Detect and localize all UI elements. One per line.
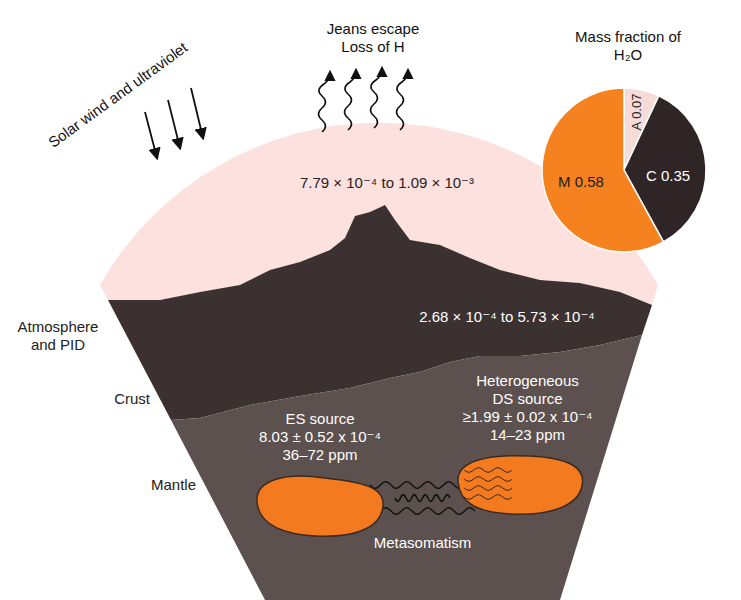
escape-arrows <box>319 68 409 132</box>
wave-stroke <box>464 477 512 482</box>
region-text: 7.79 × 10⁻⁴ to 1.09 × 10⁻³ <box>300 174 474 192</box>
ds-source: Heterogeneous DS source≥1.99 ± 0.02 x 10… <box>450 372 605 524</box>
edge-label: Metasomatism <box>374 534 472 552</box>
source-blob-shape <box>450 452 605 524</box>
wave-stroke <box>464 468 512 473</box>
pie-title: Mass fraction of H₂O <box>572 28 684 64</box>
pie-slice <box>542 88 664 252</box>
arrow <box>145 112 157 158</box>
mantle-layer: Mantle ES source8.03 ± 0.52 x 10⁻⁴36–72 p… <box>0 330 660 600</box>
source-blob-shape <box>245 472 395 544</box>
wavy-arrow <box>371 68 383 128</box>
region-text: ES source <box>285 410 354 428</box>
region-text: 36–72 ppm <box>282 446 357 464</box>
escape-label: Jeans escape Loss of H <box>323 20 423 56</box>
wave-line <box>370 508 475 515</box>
pie-chart <box>542 88 706 252</box>
pie-value: M 0.58 <box>558 173 604 191</box>
atmosphere-band: Atmosphere and PID 7.79 × 10⁻⁴ to 1.09 × … <box>0 118 660 378</box>
region-text: 8.03 ± 0.52 x 10⁻⁴ <box>259 428 381 446</box>
solar-wind-label: Solar wind and ultraviolet <box>45 38 191 151</box>
mantle-region <box>171 335 642 600</box>
source-blob <box>257 476 383 536</box>
wavy-arrow <box>345 70 357 130</box>
wavy-arrow <box>397 70 409 130</box>
wave-stroke <box>464 486 512 491</box>
source-blob <box>458 456 583 515</box>
solar-arrows <box>145 88 203 158</box>
region-text: Mantle <box>124 476 196 494</box>
region-text: Heterogeneous DS source <box>468 372 588 408</box>
region-text: 14–23 ppm <box>490 426 565 444</box>
arrow <box>191 88 203 138</box>
region-text: Crust <box>84 390 150 408</box>
metasomatism-link <box>395 495 450 502</box>
region-text: ≥1.99 ± 0.02 x 10⁻⁴ <box>462 408 592 426</box>
es-source: ES source8.03 ± 0.52 x 10⁻⁴36–72 ppm <box>245 410 395 544</box>
pie-value: C 0.35 <box>646 167 690 185</box>
wavy-arrow <box>319 72 331 132</box>
wave-stroke <box>464 495 512 500</box>
arrow <box>168 100 180 148</box>
region-text: 2.68 × 10⁻⁴ to 5.73 × 10⁻⁴ <box>419 308 595 326</box>
region-text: Atmosphere and PID <box>4 318 112 354</box>
pie-value: A 0.07 <box>628 94 646 131</box>
